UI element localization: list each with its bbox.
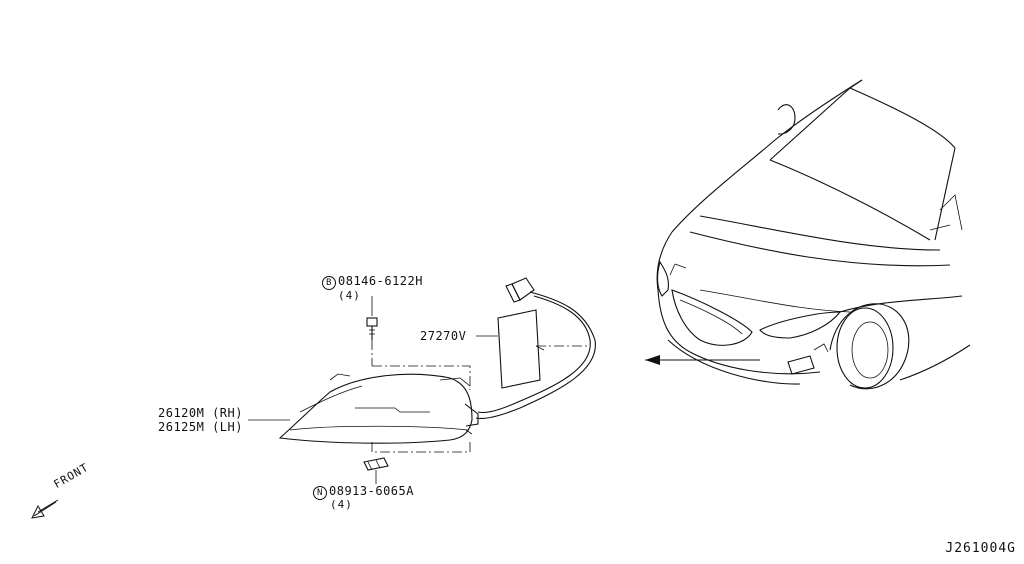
mounting-guidelines (371, 340, 590, 453)
car-illustration (645, 79, 971, 390)
harness-bracket (497, 309, 545, 389)
headlamp-assembly (278, 373, 479, 444)
lamp-rh-part-number: 26120M (RH) (158, 406, 243, 420)
bolt-part-number: 08146-6122H (338, 274, 423, 288)
harness-part-number: 27270V (420, 329, 467, 343)
nut-part-number: 08913-6065A (329, 484, 414, 498)
nut-quantity: (4) (330, 498, 353, 511)
nut-part (363, 457, 389, 484)
front-arrow-icon (31, 499, 59, 519)
diagram-code: J261004G (945, 541, 1016, 556)
bolt-part (366, 296, 378, 340)
wiring-harness (475, 277, 596, 420)
nut-prefix-circle: N (313, 486, 327, 500)
bolt-prefix-circle: B (322, 276, 336, 290)
bolt-quantity: (4) (338, 289, 361, 302)
leader-lines (248, 335, 498, 421)
lamp-lh-part-number: 26125M (LH) (158, 420, 243, 434)
